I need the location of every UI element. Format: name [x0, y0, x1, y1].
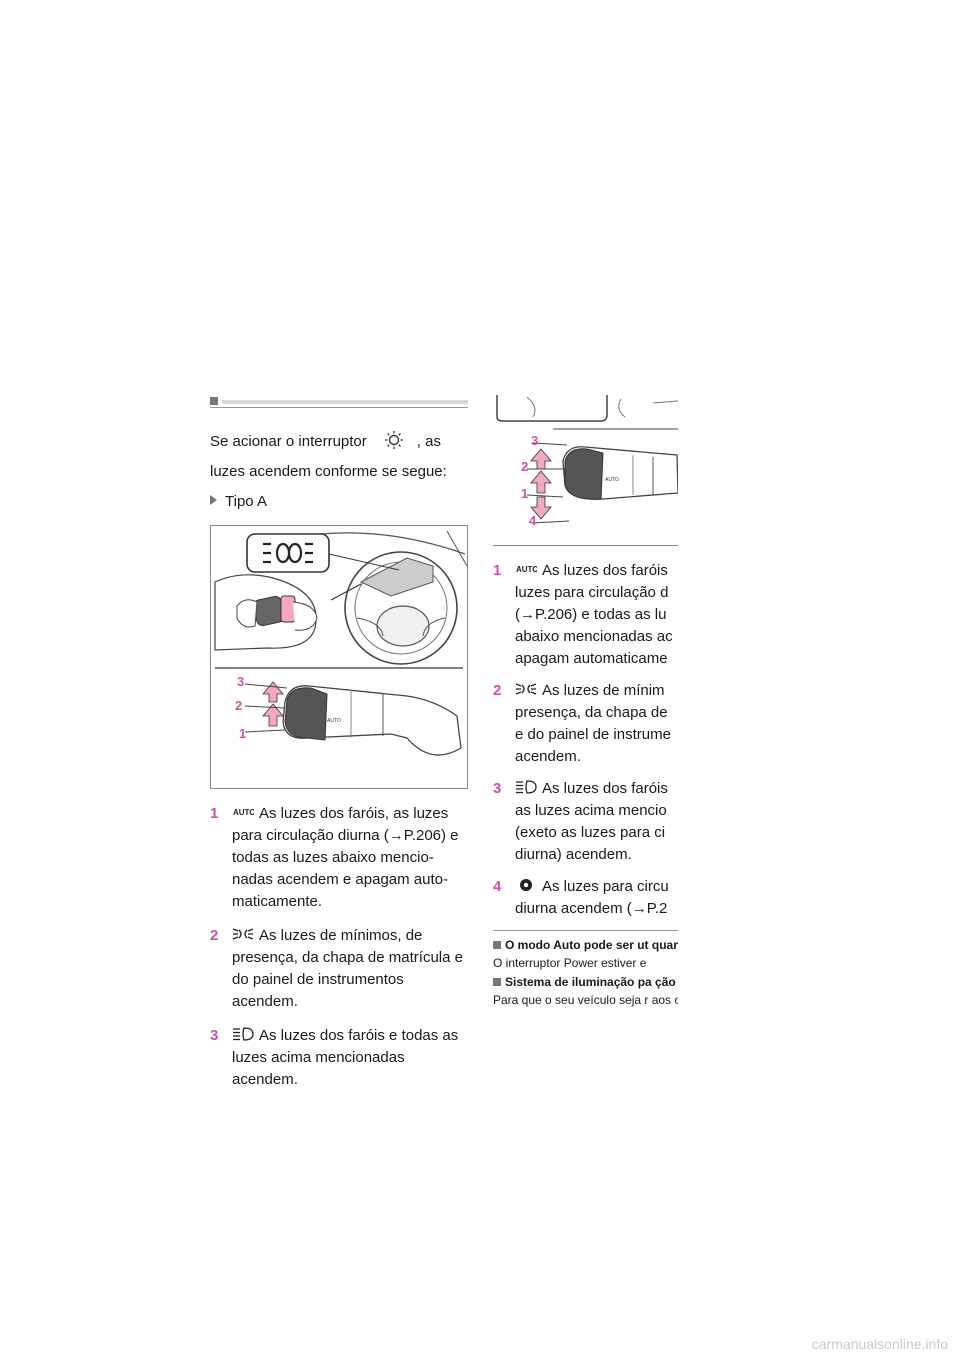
left-column: Se acionar o interruptor , as luzes acen… [210, 395, 468, 1103]
figure-label-2: 2 [235, 698, 242, 713]
svg-text:AUTO: AUTO [516, 565, 537, 574]
section-header-bar [210, 395, 468, 408]
svg-text:AUTO: AUTO [605, 477, 619, 483]
intro-line-1: Se acionar o interruptor , as [210, 427, 468, 457]
list-item: 4 As luzes para circu diurna acendem (→P… [493, 878, 669, 917]
lever-illustration-b: AUTO 3 2 1 4 [496, 395, 678, 528]
note-heading: Sistema de iluminação pa ção diurna [493, 976, 678, 989]
auto-icon: AUTO [233, 808, 254, 817]
svg-text:AUTO: AUTO [327, 718, 341, 724]
note-text: Para que o seu veículo seja r aos outros… [493, 993, 678, 1007]
figure-b-label-2: 2 [521, 459, 528, 474]
light-switch-icon [384, 431, 403, 449]
figure-type-b: AUTO 3 2 1 4 [493, 395, 678, 546]
figure-type-a: AUTO 3 2 1 [210, 525, 468, 789]
figure-b-label-1: 1 [521, 486, 528, 501]
figure-label-3: 3 [237, 674, 244, 689]
watermark: carmanualsonline.info [811, 1336, 948, 1352]
figure-b-label-3: 3 [531, 433, 538, 448]
drl-icon [520, 879, 532, 891]
list-item: 3 As luzes dos faróis as luzes acima men… [493, 780, 668, 863]
list-item: 2 As luzes de mínim presença, da chapa d… [493, 682, 671, 765]
auto-icon: AUTO [516, 565, 537, 574]
notes-section: O modo Auto pode ser ut quando O interru… [493, 930, 678, 1007]
figure-b-label-4: 4 [529, 513, 537, 528]
headlight-beam-icon [263, 542, 313, 564]
list-item: 3 As luzes dos faróis e todas as luzes a… [210, 1027, 459, 1088]
note-heading: O modo Auto pode ser ut quando [493, 939, 678, 952]
triangle-bullet-icon [210, 495, 217, 505]
intro-line-2: luzes acendem conforme se segue: [210, 463, 447, 480]
type-a-label: Tipo A [210, 493, 468, 510]
figure-label-1: 1 [239, 726, 246, 741]
headlights-icon [233, 1027, 254, 1041]
note-text: O interruptor Power estiver e [493, 956, 647, 970]
headlights-icon [516, 780, 537, 794]
side-lights-icon [515, 683, 537, 695]
side-lights-icon [232, 928, 254, 940]
lever-illustration: AUTO 3 2 1 [214, 530, 468, 756]
svg-text:AUTO: AUTO [233, 808, 254, 817]
list-item: 2 As luzes de mínimos, de presença, da c… [210, 927, 463, 1010]
